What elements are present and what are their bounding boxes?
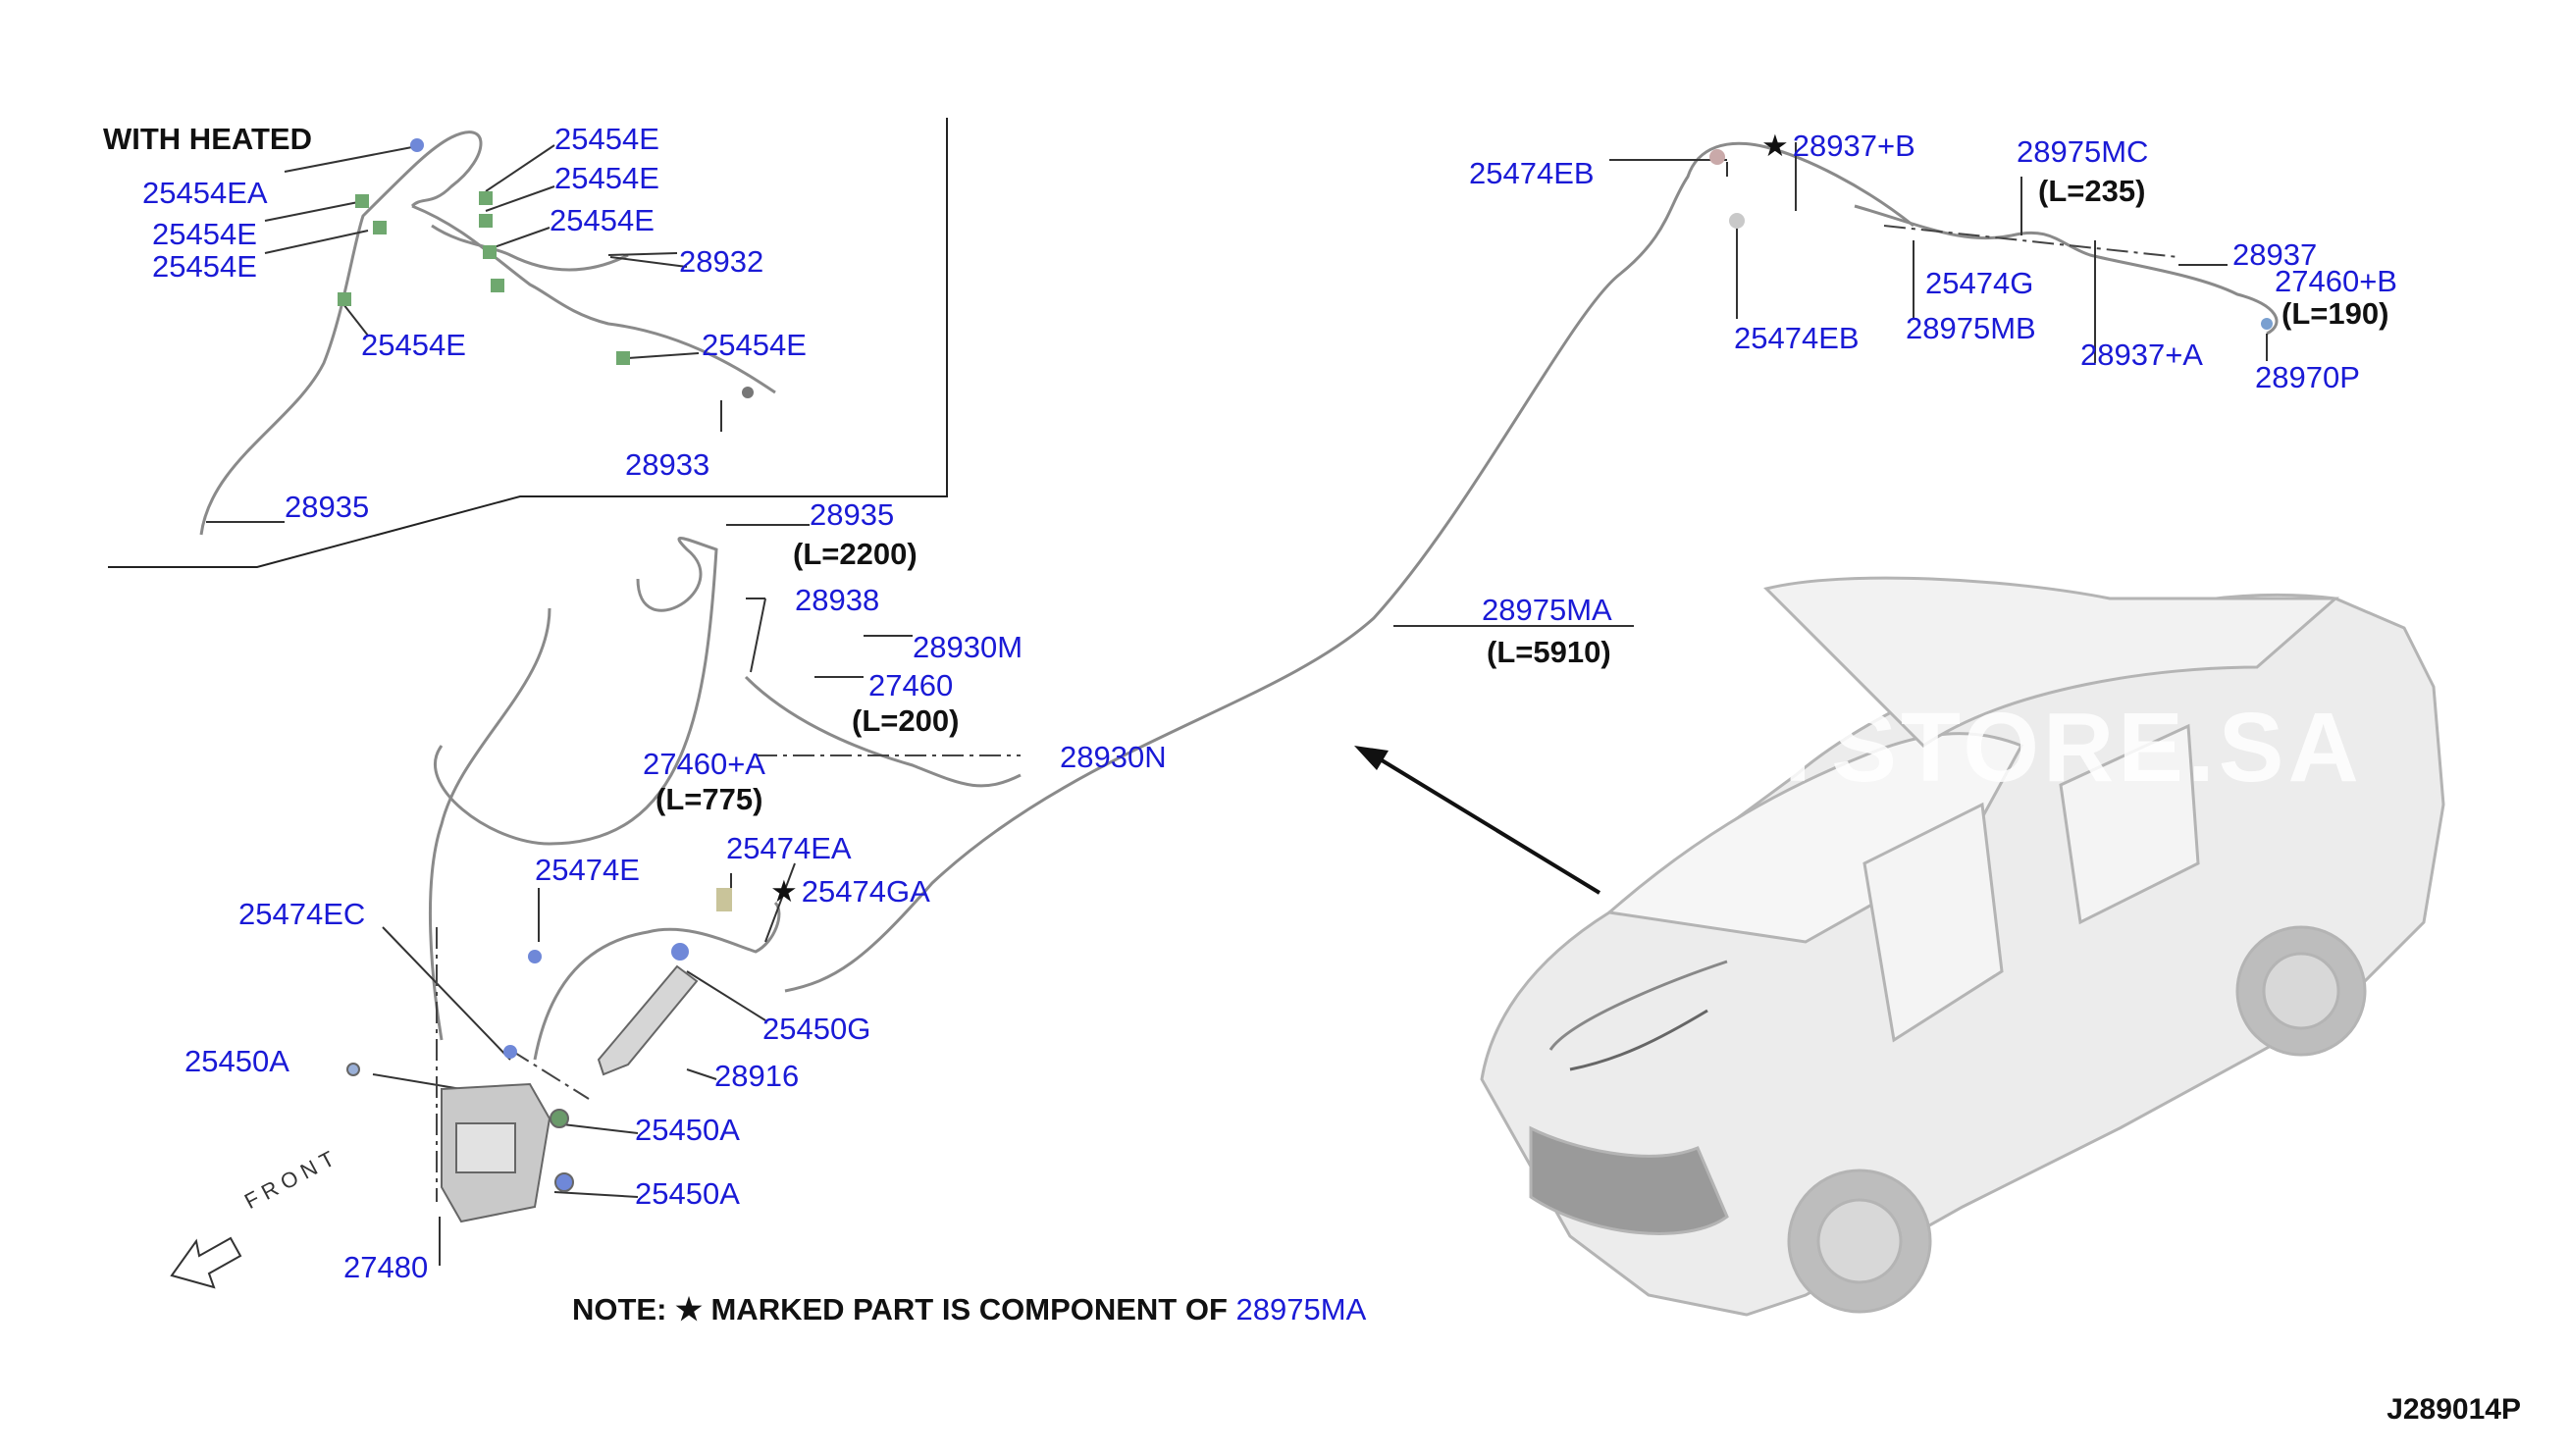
label-25454e: 25454E bbox=[361, 328, 466, 362]
label-25454e: 25454E bbox=[152, 217, 257, 251]
label-25454e: 25454E bbox=[702, 328, 807, 362]
label-25474eb: 25474EB bbox=[1469, 156, 1595, 190]
label-27460b: 27460+B bbox=[2275, 264, 2397, 298]
inset-frame-line bbox=[108, 118, 948, 568]
label-25450a: 25450A bbox=[635, 1176, 740, 1211]
label-28930n: 28930N bbox=[1060, 740, 1167, 774]
label-25454e: 25454E bbox=[550, 203, 655, 237]
star-icon: ★ bbox=[675, 1292, 703, 1326]
vehicle-illustration bbox=[1480, 576, 2445, 1317]
length-5910: (L=5910) bbox=[1487, 635, 1611, 669]
label-25474ec: 25474EC bbox=[238, 897, 366, 931]
label-28937a: 28937+A bbox=[2080, 338, 2203, 372]
hose-lines bbox=[199, 130, 2279, 1061]
label-25474ga: 25474GA bbox=[770, 875, 930, 909]
length-200: (L=200) bbox=[852, 703, 960, 738]
label-25450a: 25450A bbox=[635, 1113, 740, 1147]
length-235: (L=235) bbox=[2038, 174, 2146, 208]
label-27480: 27480 bbox=[343, 1250, 429, 1284]
label-25474eb: 25474EB bbox=[1734, 321, 1860, 355]
label-25474e: 25474E bbox=[535, 853, 640, 887]
footnote: NOTE: ★ MARKED PART IS COMPONENT OF 2897… bbox=[572, 1293, 1366, 1326]
label-25450a: 25450A bbox=[184, 1044, 289, 1078]
label-28938: 28938 bbox=[795, 583, 880, 617]
hose-tank-left bbox=[533, 901, 781, 1061]
length-190: (L=190) bbox=[2282, 296, 2389, 331]
label-25454ea: 25454EA bbox=[142, 176, 268, 210]
label-25450g: 25450G bbox=[762, 1012, 871, 1046]
label-25474g: 25474G bbox=[1925, 266, 2034, 300]
label-25454e: 25454E bbox=[152, 249, 257, 284]
hose-heated-b bbox=[411, 204, 776, 394]
pointer-arrow bbox=[1354, 746, 1601, 895]
hose-heated-c bbox=[431, 224, 629, 272]
dash-dot-lines bbox=[436, 225, 2179, 1202]
label-28933: 28933 bbox=[625, 447, 710, 482]
label-25454e: 25454E bbox=[554, 122, 659, 156]
label-28975ma: 28975MA bbox=[1482, 593, 1612, 627]
label-25454e: 25454E bbox=[554, 161, 659, 195]
length-2200: (L=2200) bbox=[793, 537, 918, 571]
note-text: MARKED PART IS COMPONENT OF bbox=[710, 1292, 1228, 1326]
note-part: 28975MA bbox=[1235, 1292, 1367, 1326]
hose-heated-a bbox=[199, 130, 483, 536]
label-28935: 28935 bbox=[810, 497, 895, 532]
heated-title: WITH HEATED bbox=[103, 122, 312, 156]
label-28916: 28916 bbox=[714, 1059, 800, 1093]
hose-28975MA bbox=[784, 141, 1914, 993]
washer-tank bbox=[346, 964, 699, 1223]
label-28975mc: 28975MC bbox=[2017, 134, 2149, 169]
label-27460a: 27460+A bbox=[643, 747, 765, 781]
label-27460: 27460 bbox=[868, 668, 954, 702]
hose-rear bbox=[1854, 204, 2279, 336]
label-28930m: 28930M bbox=[913, 630, 1023, 664]
length-775: (L=775) bbox=[656, 782, 763, 816]
front-arrow bbox=[170, 1236, 242, 1289]
hose-mid bbox=[744, 675, 1022, 788]
label-28970p: 28970P bbox=[2255, 360, 2360, 394]
diagram-code: J289014P bbox=[2386, 1393, 2521, 1426]
label-25474ea: 25474EA bbox=[726, 831, 852, 865]
hose-main-upper bbox=[434, 536, 718, 846]
leader-lines bbox=[206, 142, 2268, 1266]
label-28937: 28937 bbox=[2232, 237, 2318, 272]
label-28975mb: 28975MB bbox=[1906, 311, 2036, 345]
label-28937b: 28937+B bbox=[1761, 130, 1915, 163]
watermark: RTSTORE.SA bbox=[1693, 693, 2363, 803]
small-part-markers bbox=[338, 138, 2273, 1059]
note-prefix: NOTE: bbox=[572, 1292, 667, 1326]
hose-left-run bbox=[428, 607, 551, 1041]
label-28932: 28932 bbox=[679, 244, 764, 279]
label-28935: 28935 bbox=[285, 490, 370, 524]
